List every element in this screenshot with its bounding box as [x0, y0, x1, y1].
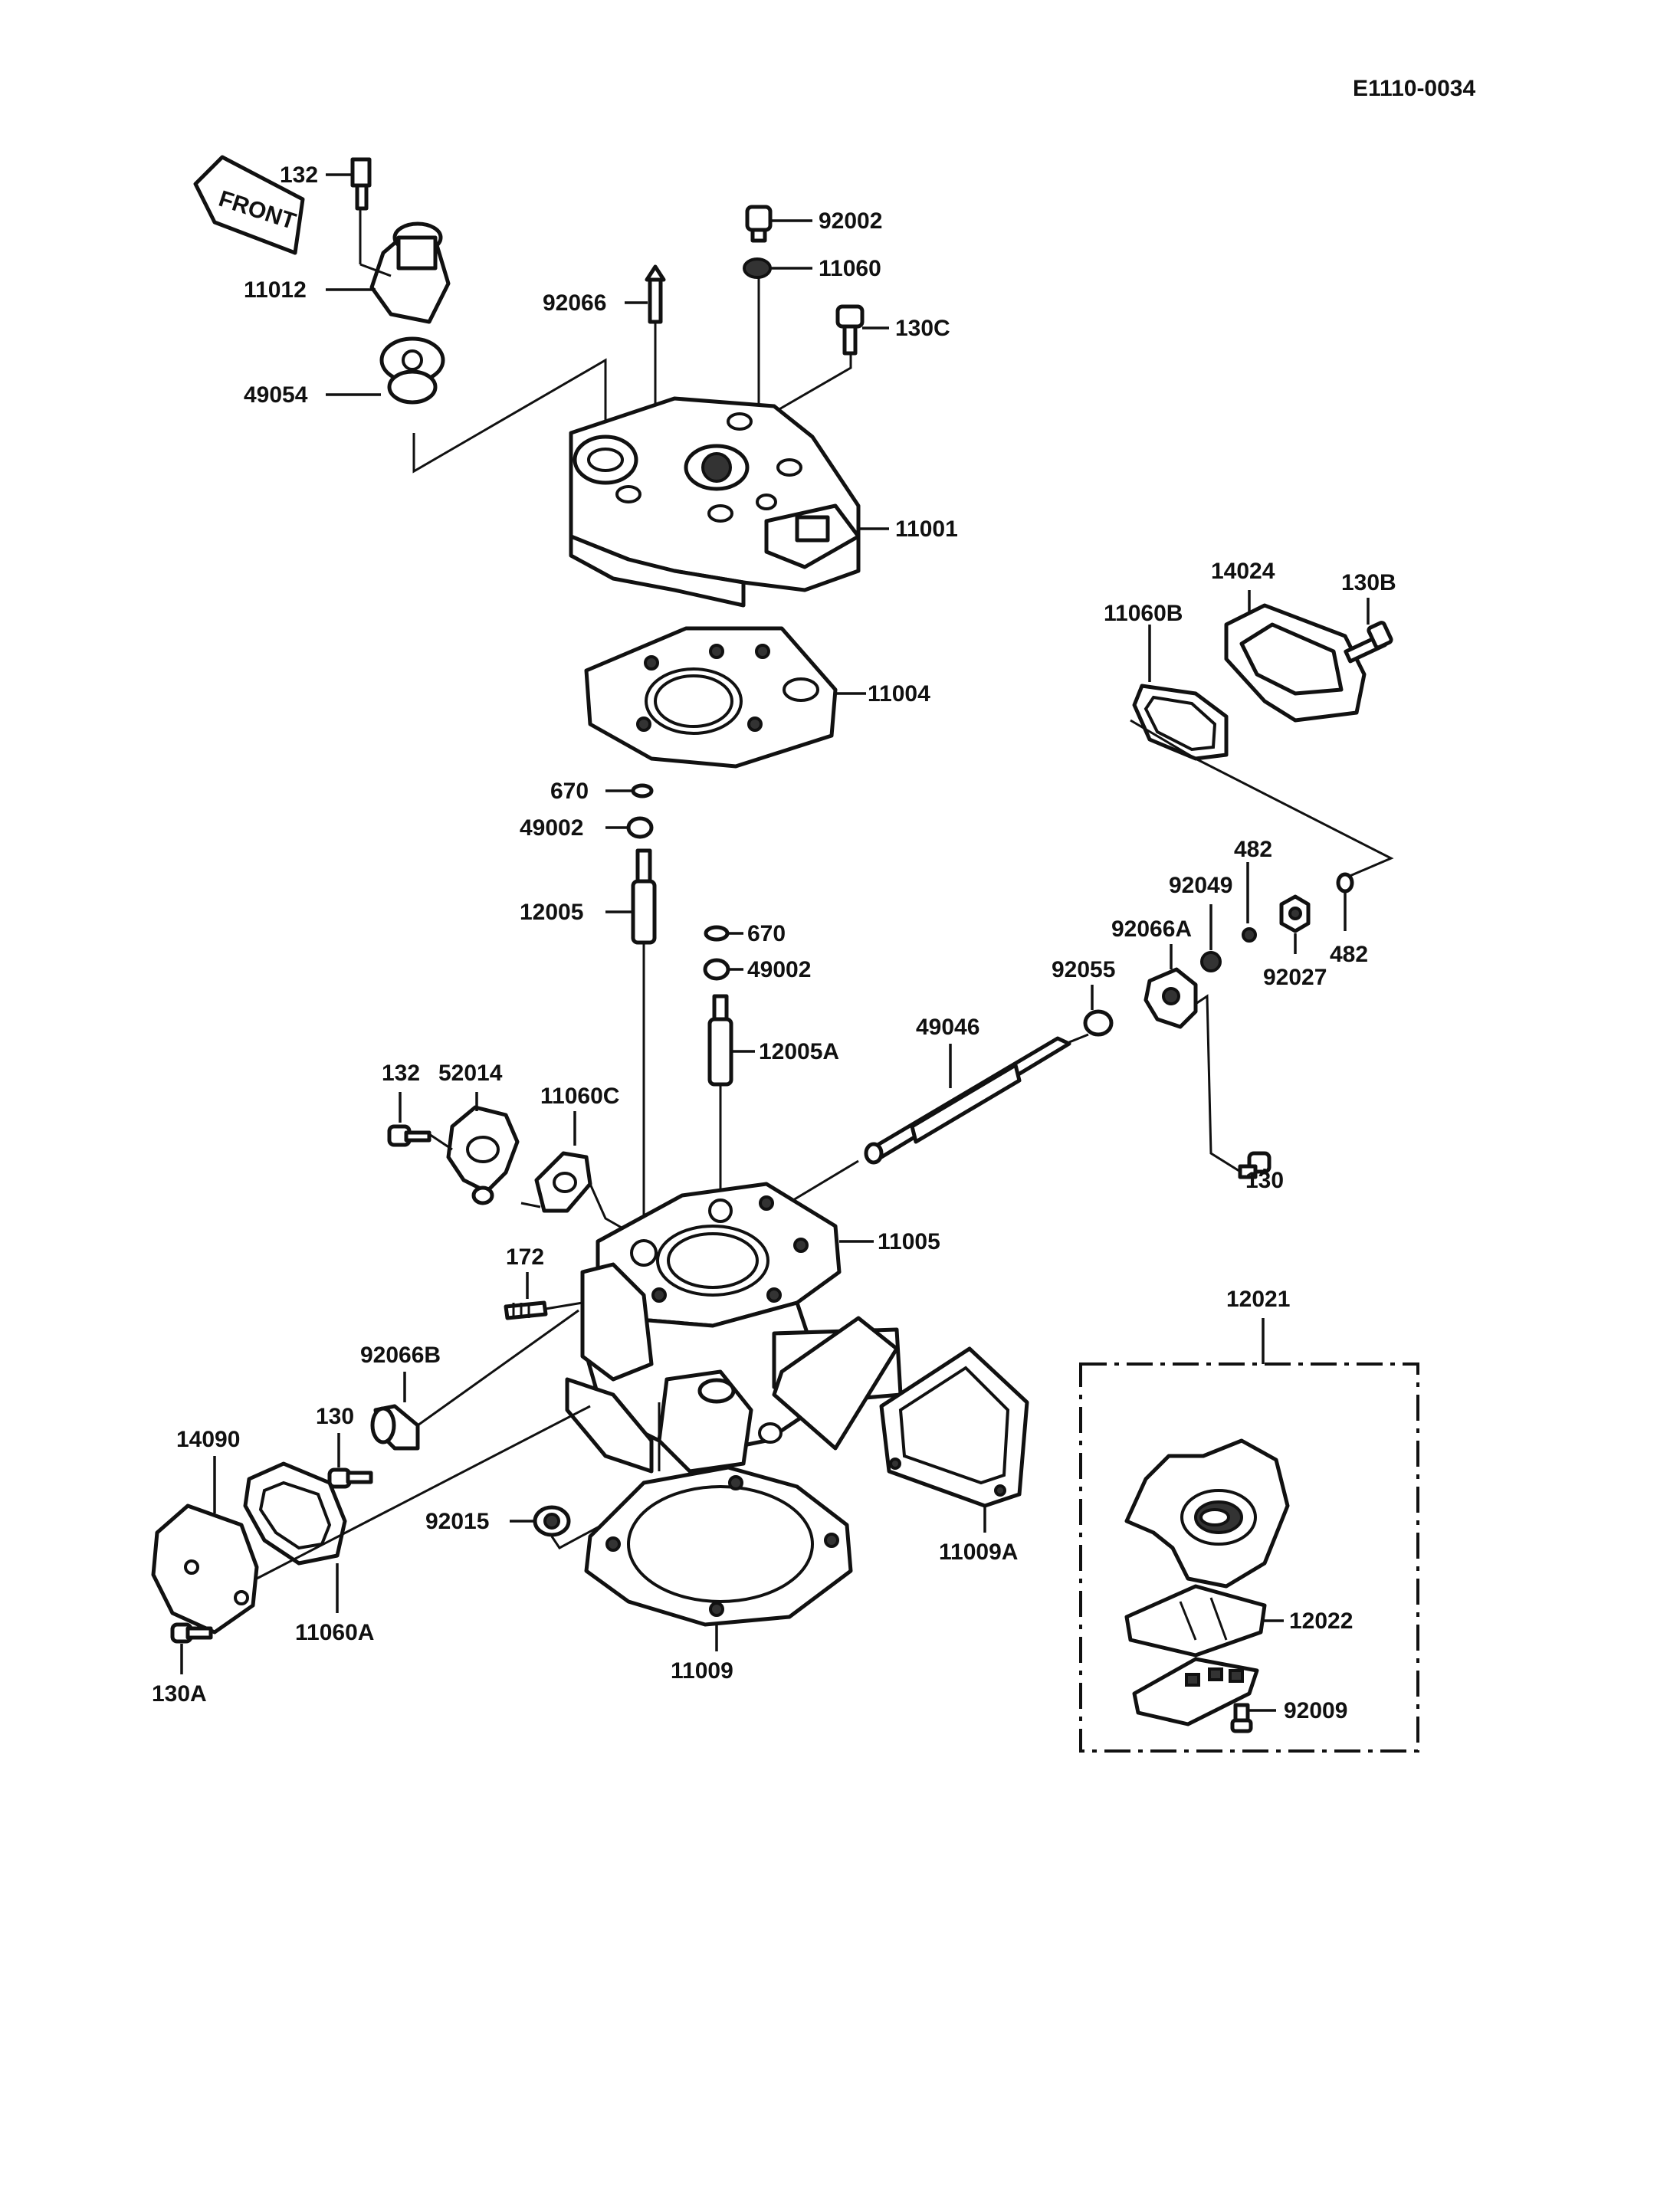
reed-petal-12022	[1124, 1584, 1267, 1658]
washer-11060	[743, 257, 772, 279]
washer-49002-right	[703, 958, 730, 981]
label-14090: 14090	[176, 1427, 240, 1452]
label-11060C: 11060C	[540, 1084, 619, 1109]
label-92015: 92015	[425, 1509, 489, 1534]
label-92049: 92049	[1169, 873, 1232, 898]
label-11009A: 11009A	[939, 1540, 1018, 1565]
clip-482-right	[1336, 872, 1354, 894]
label-49046: 49046	[916, 1015, 979, 1040]
label-11004: 11004	[868, 681, 930, 707]
screw-92009	[1230, 1703, 1253, 1733]
oring-670-left	[631, 783, 654, 798]
bolt-130A	[170, 1622, 213, 1644]
clip-482-top	[1242, 927, 1257, 943]
label-92002: 92002	[819, 208, 882, 234]
label-11060B: 11060B	[1104, 601, 1183, 626]
nut-92027	[1279, 894, 1311, 933]
gasket-11060C	[534, 1151, 592, 1213]
cover-14024	[1224, 603, 1367, 723]
sensor-12005A	[707, 994, 733, 1087]
oring-92055	[1083, 1009, 1114, 1037]
reed-stopper	[1132, 1657, 1259, 1726]
label-49002-left: 49002	[520, 815, 583, 841]
label-670-left: 670	[550, 779, 589, 804]
bracket-92066A	[1144, 967, 1198, 1029]
label-11001: 11001	[895, 516, 958, 542]
reed-block-12021	[1124, 1438, 1290, 1589]
label-14024: 14024	[1211, 559, 1275, 584]
label-130A: 130A	[152, 1681, 207, 1707]
fitting-92066B	[370, 1404, 420, 1451]
cylinder-11005	[565, 1182, 903, 1474]
cylinder-head-11001	[569, 396, 861, 608]
bolt-130C	[835, 304, 865, 356]
head-gasket-11004	[584, 626, 838, 769]
label-92066: 92066	[543, 290, 606, 316]
bolt-130B	[1344, 621, 1393, 664]
label-92066B: 92066B	[360, 1343, 441, 1368]
sensor-12005	[631, 848, 657, 945]
label-52014: 52014	[438, 1061, 503, 1086]
label-11005: 11005	[878, 1229, 940, 1254]
base-gasket-11009	[584, 1465, 853, 1627]
label-49002-right: 49002	[747, 957, 811, 982]
label-11060: 11060	[819, 256, 881, 281]
label-482-top: 482	[1234, 837, 1272, 862]
nut-92049	[1200, 951, 1222, 972]
bolt-132-top	[350, 157, 372, 211]
label-92066A: 92066A	[1111, 917, 1192, 942]
label-92055: 92055	[1052, 957, 1115, 982]
label-130B: 130B	[1341, 570, 1396, 595]
plug-92015	[533, 1505, 571, 1537]
reed-gasket-11009A	[772, 1316, 1029, 1508]
bolt-92002	[745, 205, 773, 243]
label-130C: 130C	[895, 316, 950, 341]
oring-670-right	[704, 925, 730, 942]
label-130-right: 130	[1245, 1168, 1284, 1193]
label-12005: 12005	[520, 900, 583, 925]
label-49054: 49054	[244, 382, 308, 408]
pump-52014	[446, 1105, 520, 1205]
fitting-11012	[369, 221, 451, 324]
stud-172	[504, 1300, 548, 1320]
label-132-mid: 132	[382, 1061, 420, 1086]
label-12022: 12022	[1289, 1608, 1353, 1634]
label-670-right: 670	[747, 921, 786, 946]
shaft-49046	[864, 1033, 1089, 1165]
label-11009: 11009	[671, 1658, 733, 1684]
label-12021: 12021	[1226, 1287, 1290, 1312]
label-92027: 92027	[1263, 965, 1327, 990]
label-130-left: 130	[316, 1404, 354, 1429]
stud-92066	[645, 264, 666, 324]
bolt-130-right	[1238, 1151, 1271, 1179]
label-482-right: 482	[1330, 942, 1368, 967]
label-12005A: 12005A	[759, 1039, 839, 1064]
assembly-box-12021	[1079, 1362, 1419, 1753]
bolt-132-mid	[387, 1124, 431, 1147]
diagram-id: E1110-0034	[1353, 76, 1475, 101]
label-11060A: 11060A	[295, 1620, 374, 1645]
label-132-top: 132	[280, 162, 318, 188]
front-arrow-marker: FRONT	[193, 155, 305, 255]
gasket-11060B	[1132, 684, 1229, 761]
bolt-130-left	[327, 1467, 373, 1489]
label-172: 172	[506, 1244, 544, 1270]
cover-14090	[151, 1503, 259, 1635]
thermostat-49054	[379, 336, 445, 405]
label-92009: 92009	[1284, 1698, 1347, 1723]
washer-49002-left	[626, 816, 654, 839]
label-11012: 11012	[244, 277, 307, 303]
